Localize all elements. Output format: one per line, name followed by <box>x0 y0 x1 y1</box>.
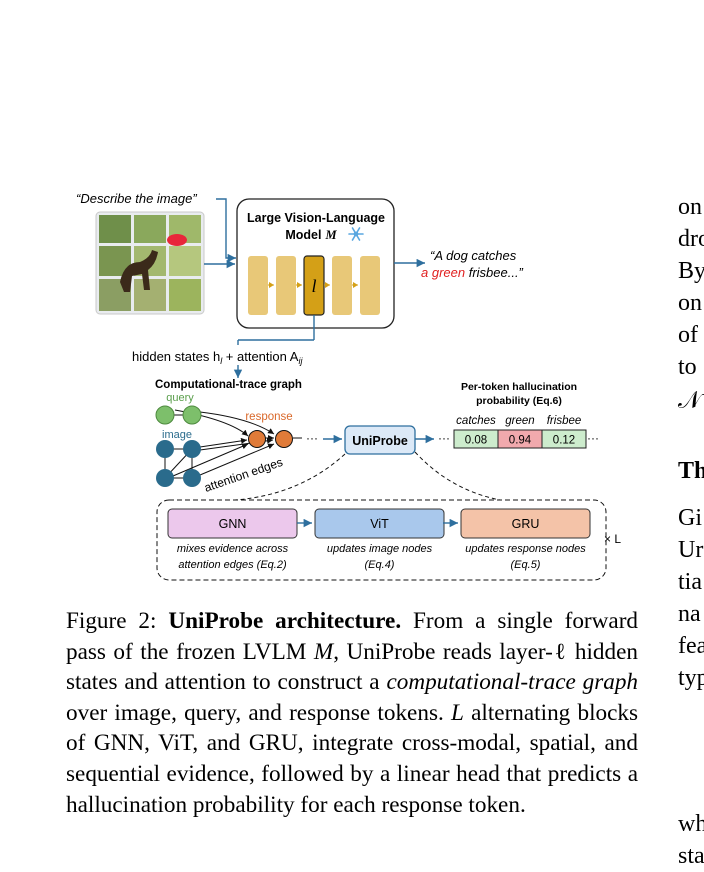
model-title-line2: Model <box>285 228 321 242</box>
token-cell-green: green 0.94 <box>497 415 543 449</box>
input-image <box>95 211 205 315</box>
token-prob-value: 0.08 <box>465 435 487 447</box>
right-column-line: typ <box>678 665 704 691</box>
right-column-line: sta <box>678 843 704 869</box>
right-column-line: wh <box>678 811 704 837</box>
attention-edges-label: attention edges <box>202 455 284 495</box>
per-token-title-1: Per-token hallucination <box>461 381 577 393</box>
query-node-2 <box>182 405 202 425</box>
right-column-line: Gi <box>678 505 702 531</box>
response-node-1 <box>248 430 266 448</box>
graph-title: Computational-trace graph <box>155 379 302 391</box>
svg-text:···: ··· <box>438 431 450 445</box>
block-gnn: GNN mixes evidence across attention edges … <box>167 508 298 571</box>
layer-block-2 <box>276 256 296 315</box>
output-line1: “A dog catches <box>430 248 517 263</box>
output-red-text: a green <box>421 265 465 280</box>
right-column-line: By <box>678 258 704 284</box>
image-node-4 <box>183 469 201 487</box>
caption-italic-term: computational-trace graph <box>386 669 639 696</box>
block-gru: GRU updates response nodes (Eq.5) <box>460 508 591 571</box>
token-prob-value: 0.94 <box>509 435 532 447</box>
architecture-figure: “Describe the image” Large Vision-Langua… <box>76 191 621 581</box>
token-word: green <box>505 415 534 427</box>
token-table: catches 0.08 green 0.94 frisbee 0.12 <box>453 415 587 449</box>
hidden-states-label: hidden states hl + attention Aij <box>132 349 303 366</box>
response-node-2 <box>275 430 293 448</box>
block-desc-1: mixes evidence across <box>177 543 289 555</box>
figure-caption: Figure 2: UniProbe architecture. From a … <box>66 608 639 818</box>
right-column-line: na <box>678 601 701 627</box>
frisbee-shape <box>167 234 187 246</box>
svg-text:···: ··· <box>306 431 318 445</box>
query-label: query <box>166 392 194 404</box>
per-token-title-2: probability (Eq.6) <box>476 395 562 407</box>
uniprobe-box <box>344 425 416 455</box>
block-name: GNN <box>219 517 247 531</box>
layer-block-5 <box>360 256 380 315</box>
prompt-text: “Describe the image” <box>76 191 197 206</box>
token-word: frisbee <box>547 415 582 427</box>
image-node-1 <box>156 440 174 458</box>
block-name: GRU <box>512 517 540 531</box>
block-stack: GNN mixes evidence across attention edges … <box>167 508 591 571</box>
output-line2: frisbee...” <box>465 265 523 280</box>
model-symbol: M <box>324 228 337 242</box>
right-column-line: Ur <box>678 537 704 563</box>
block-desc-1: updates image nodes <box>327 543 433 555</box>
block-stack-container <box>156 499 607 581</box>
layer-block-1 <box>248 256 268 315</box>
image-node-2 <box>183 440 201 458</box>
right-column-line: tia <box>678 569 702 595</box>
times-L-label: × L <box>604 532 621 546</box>
response-label: response <box>245 411 292 423</box>
block-desc-2: (Eq.4) <box>365 559 395 571</box>
token-cell-frisbee: frisbee 0.12 <box>541 415 587 449</box>
right-column-line: Th <box>678 458 704 484</box>
right-column-line: to <box>678 354 697 380</box>
right-column-line: dro <box>678 226 704 252</box>
layer-block-4 <box>332 256 352 315</box>
snowflake-icon <box>348 227 364 241</box>
block-vit: ViT updates image nodes (Eq.4) <box>314 508 445 571</box>
block-desc-2: (Eq.5) <box>511 559 541 571</box>
dog-shape <box>120 250 158 292</box>
svg-text:···: ··· <box>587 431 599 445</box>
image-label: image <box>162 429 192 441</box>
query-node-1 <box>155 405 175 425</box>
right-column-line: on <box>678 290 702 316</box>
block-desc-1: updates response nodes <box>465 543 586 555</box>
model-title-line1: Large Vision-Language <box>247 211 385 225</box>
token-cell-catches: catches 0.08 <box>453 415 499 449</box>
token-word: catches <box>456 415 496 427</box>
layer-symbol: l <box>311 276 316 296</box>
uniprobe-label: UniProbe <box>352 434 408 448</box>
block-name: ViT <box>370 517 389 531</box>
svg-text:a green frisbee...”: a green frisbee...” <box>421 265 524 280</box>
caption-label: Figure 2: <box>66 608 157 634</box>
block-desc-2: attention edges (Eq.2) <box>178 559 287 571</box>
token-prob-value: 0.12 <box>553 435 575 447</box>
image-node-3 <box>156 469 174 487</box>
right-column-line: of <box>678 322 698 348</box>
right-column-line: fea <box>678 633 704 659</box>
right-column-line: 𝒩 <box>678 388 701 414</box>
right-column-line: on <box>678 194 702 220</box>
caption-title: UniProbe architecture. <box>168 608 402 634</box>
token-prob-cell <box>541 429 587 449</box>
prompt-arrow <box>216 198 236 263</box>
